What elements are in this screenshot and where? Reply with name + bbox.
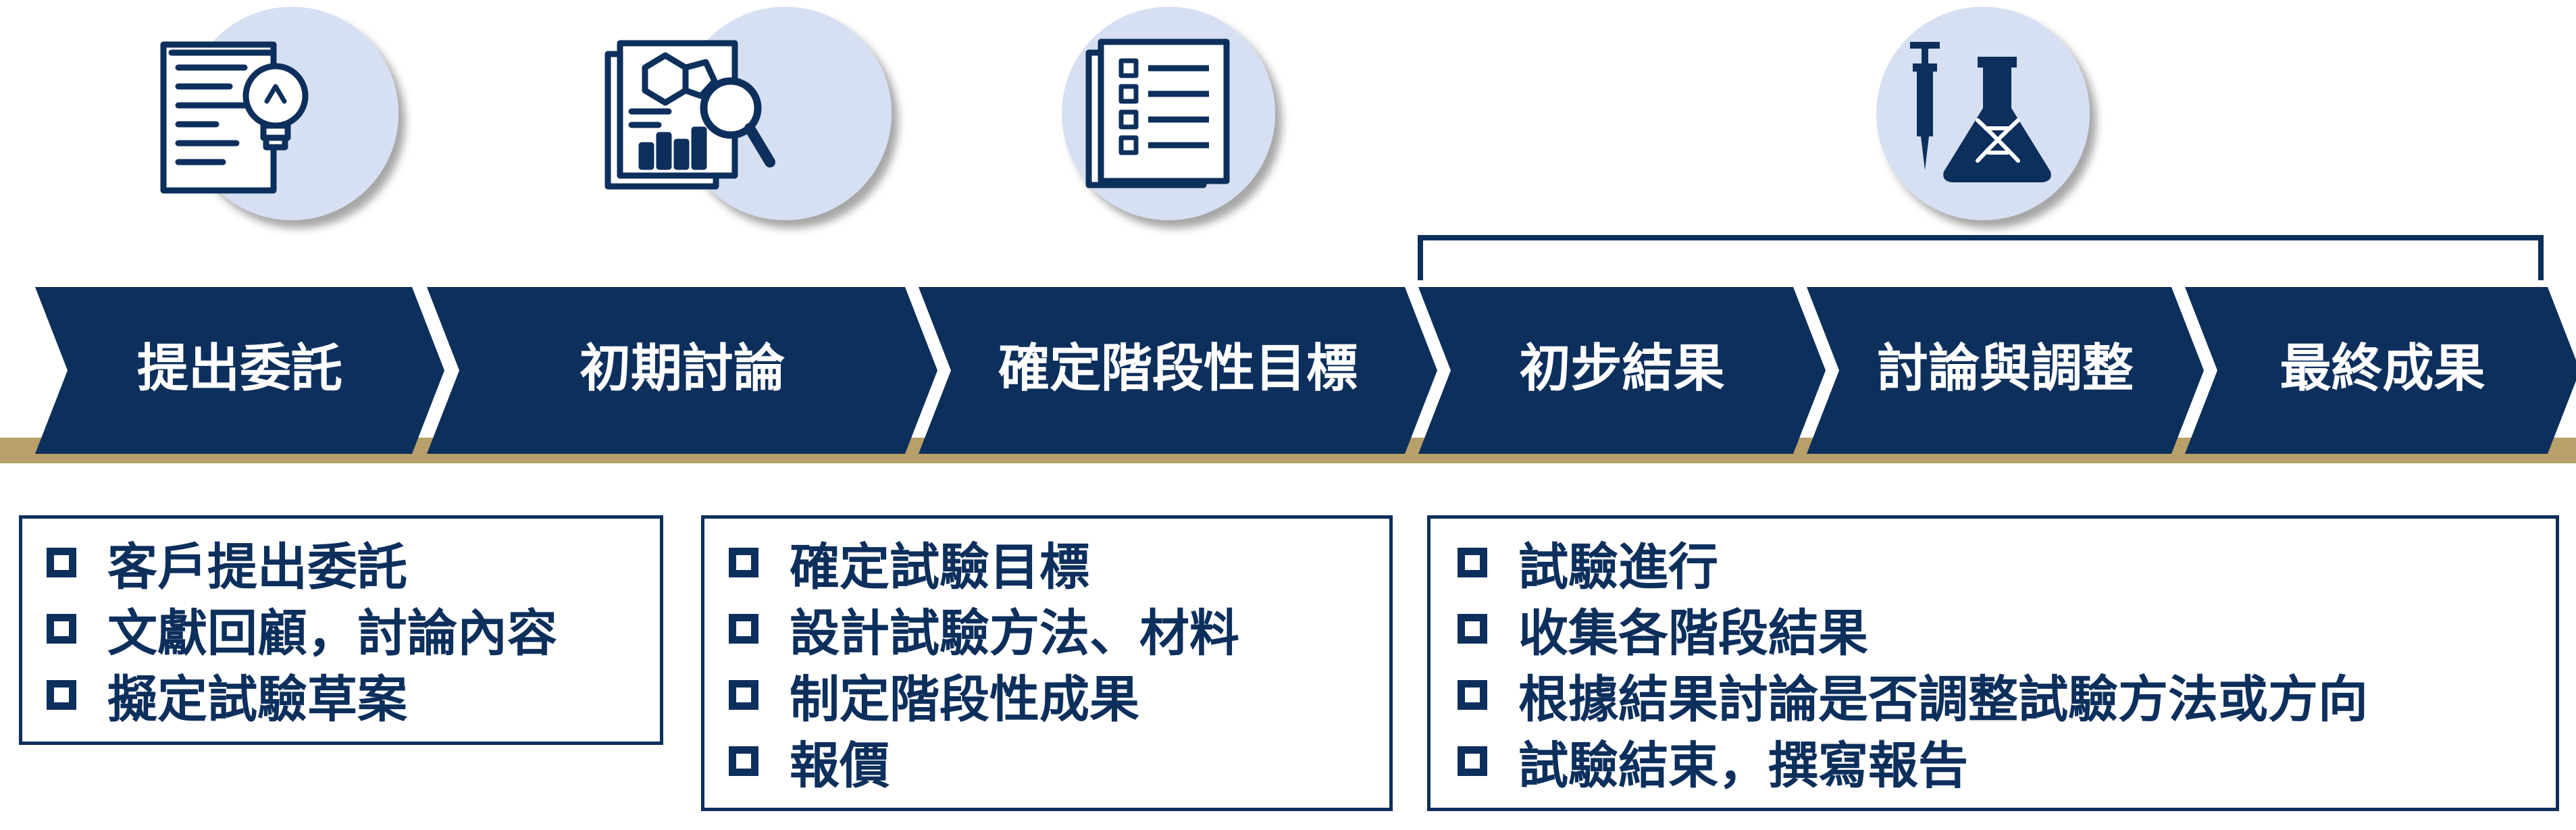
checkbox-icon bbox=[729, 548, 758, 577]
step-5: 討論與調整 bbox=[1807, 287, 2204, 454]
detail-text: 報價 bbox=[790, 736, 890, 795]
details-box-3: 試驗進行 收集各階段結果 根據結果討論是否調整試驗方法或方向 試驗結束，撰寫報告 bbox=[1427, 515, 2559, 811]
step-6: 最終成果 bbox=[2185, 287, 2576, 454]
step-chevron bbox=[2185, 287, 2576, 454]
detail-text: 試驗進行 bbox=[1518, 538, 1718, 596]
checkbox-icon bbox=[729, 614, 758, 644]
icon-circle-2 bbox=[604, 7, 892, 220]
step-label: 初期討論 bbox=[579, 338, 785, 398]
detail-item: 試驗進行 bbox=[1458, 529, 2556, 596]
checkbox-icon bbox=[47, 614, 76, 644]
syringe-flask-dna-icon bbox=[1910, 42, 2051, 182]
detail-text: 文獻回顧，討論內容 bbox=[107, 604, 557, 663]
detail-text: 客戶提出委託 bbox=[107, 538, 407, 596]
step-1: 提出委託 bbox=[35, 287, 444, 454]
step-label: 討論與調整 bbox=[1877, 338, 2134, 398]
detail-item: 試驗結束，撰寫報告 bbox=[1458, 728, 2556, 795]
detail-text: 擬定試驗草案 bbox=[107, 670, 407, 729]
detail-item: 客戶提出委託 bbox=[47, 529, 660, 596]
stage-bracket bbox=[1418, 235, 2544, 280]
step-label: 確定階段性目標 bbox=[998, 338, 1358, 398]
step-label: 初步結果 bbox=[1520, 338, 1725, 398]
detail-item: 擬定試驗草案 bbox=[47, 662, 660, 729]
icon-circle-1 bbox=[160, 7, 398, 220]
checkbox-icon bbox=[47, 680, 76, 710]
step-4: 初步結果 bbox=[1418, 287, 1826, 454]
step-3: 確定階段性目標 bbox=[919, 287, 1437, 454]
detail-text: 制定階段性成果 bbox=[790, 670, 1139, 729]
document-lightbulb-icon bbox=[160, 41, 309, 194]
icon-circle-3 bbox=[1062, 7, 1275, 220]
step-chevron bbox=[1418, 287, 1826, 454]
detail-text: 收集各階段結果 bbox=[1518, 604, 1868, 663]
icon-circle-4 bbox=[1876, 7, 2090, 220]
detail-item: 設計試驗方法、材料 bbox=[729, 596, 1389, 663]
checkbox-icon bbox=[1458, 680, 1487, 710]
detail-text: 試驗結束，撰寫報告 bbox=[1518, 736, 1968, 795]
step-chevron bbox=[427, 287, 937, 454]
details-box-1: 客戶提出委託 文獻回顧，討論內容 擬定試驗草案 bbox=[19, 515, 663, 745]
checkbox-icon bbox=[729, 680, 758, 710]
checkbox-icon bbox=[729, 746, 758, 776]
research-report-magnifier-icon bbox=[604, 40, 775, 190]
step-2: 初期討論 bbox=[427, 287, 937, 454]
detail-item: 制定階段性成果 bbox=[729, 662, 1389, 729]
checkbox-icon bbox=[1458, 548, 1487, 577]
step-label: 最終成果 bbox=[2280, 338, 2485, 398]
checkbox-icon bbox=[47, 548, 76, 577]
step-chevron bbox=[35, 287, 444, 454]
step-chevron bbox=[1807, 287, 2204, 454]
checklist-icon bbox=[1085, 38, 1230, 188]
checkbox-icon bbox=[1458, 614, 1487, 644]
checkbox-icon bbox=[1458, 746, 1487, 776]
detail-item: 根據結果討論是否調整試驗方法或方向 bbox=[1458, 662, 2556, 729]
detail-item: 確定試驗目標 bbox=[729, 529, 1389, 596]
detail-text: 根據結果討論是否調整試驗方法或方向 bbox=[1518, 670, 2368, 729]
details-box-2: 確定試驗目標 設計試驗方法、材料 制定階段性成果 報價 bbox=[701, 515, 1393, 811]
detail-text: 設計試驗方法、材料 bbox=[790, 604, 1239, 663]
detail-item: 報價 bbox=[729, 728, 1389, 795]
detail-text: 確定試驗目標 bbox=[790, 538, 1089, 596]
step-label: 提出委託 bbox=[137, 338, 342, 398]
detail-item: 收集各階段結果 bbox=[1458, 596, 2556, 663]
step-chevron bbox=[919, 287, 1437, 454]
detail-item: 文獻回顧，討論內容 bbox=[47, 596, 660, 663]
